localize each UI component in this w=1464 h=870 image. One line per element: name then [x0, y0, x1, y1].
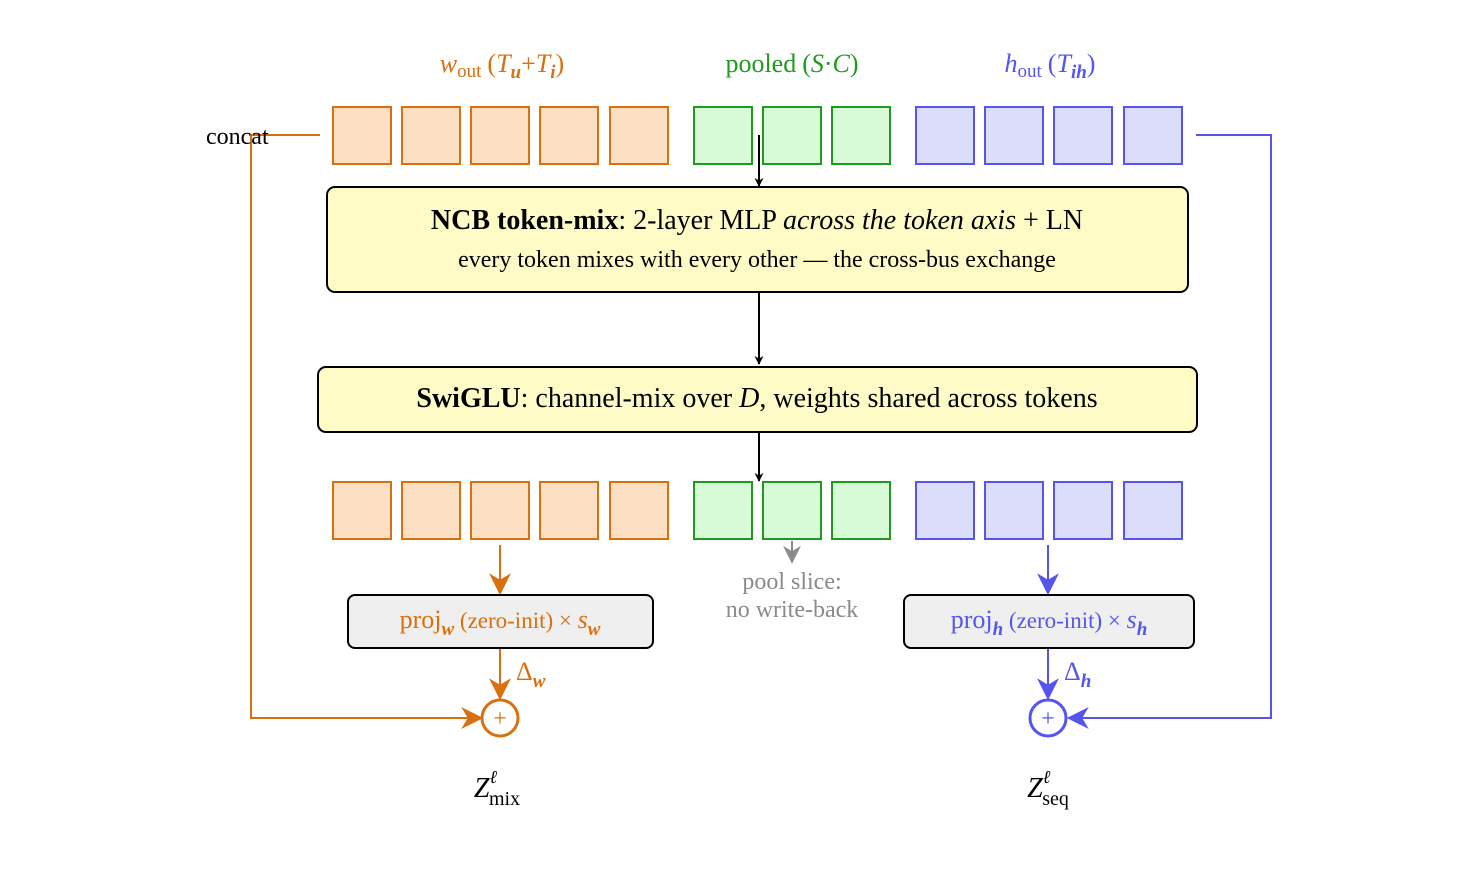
- h-token: [984, 106, 1044, 165]
- w-tokens-top: [332, 106, 669, 165]
- pooled-token: [762, 106, 822, 165]
- bottom-token-row: [332, 481, 1183, 540]
- h-token: [984, 481, 1044, 540]
- ncb-subtitle: every token mixes with every other — the…: [458, 247, 1056, 273]
- w-token: [609, 481, 669, 540]
- ncb-title: NCB token-mix: 2-layer MLP across the to…: [431, 205, 1083, 236]
- swiglu-label: SwiGLU: channel-mix over D, weights shar…: [416, 383, 1097, 414]
- pooled-tokens-top: [693, 106, 891, 165]
- w-token: [470, 106, 530, 165]
- w-token: [539, 481, 599, 540]
- w-token: [539, 106, 599, 165]
- h-token: [1123, 481, 1183, 540]
- pooled-token: [693, 106, 753, 165]
- w-tokens-bottom: [332, 481, 669, 540]
- h-out-header: hout(Tih): [1005, 49, 1096, 83]
- w-token: [332, 106, 392, 165]
- plus-icon: +: [493, 706, 507, 732]
- h-token: [915, 481, 975, 540]
- proj-w-block: projw (zero-init) × sw: [347, 594, 654, 649]
- pooled-token: [762, 481, 822, 540]
- h-tokens-top: [915, 106, 1183, 165]
- proj-h-block: projh (zero-init) × sh: [903, 594, 1195, 649]
- w-out-header: wout(Tu+Ti): [440, 49, 564, 83]
- h-residual-skip-arrow: [1066, 134, 1272, 729]
- concat-label: concat: [206, 124, 269, 150]
- h-token: [1123, 106, 1183, 165]
- pool-note-line2: no write-back: [726, 597, 859, 623]
- delta-w-label: Δw: [516, 657, 546, 692]
- h-token: [1053, 106, 1113, 165]
- plus-icon: +: [1041, 706, 1055, 732]
- ncb-token-mix-block: NCB token-mix: 2-layer MLP across the to…: [326, 186, 1189, 293]
- w-token: [401, 106, 461, 165]
- w-token: [609, 106, 669, 165]
- w-residual-skip-arrow: [250, 134, 484, 729]
- h-token: [1053, 481, 1113, 540]
- pool-note-line1: pool slice:: [742, 569, 841, 595]
- pooled-token: [831, 481, 891, 540]
- pooled-header: pooled(S·C): [725, 49, 858, 78]
- proj-h-label: projh (zero-init) × sh: [951, 605, 1148, 640]
- proj-w-label: projw (zero-init) × sw: [400, 605, 601, 640]
- h-sum-node: +: [1028, 698, 1068, 738]
- pooled-tokens-bottom: [693, 481, 891, 540]
- w-token: [470, 481, 530, 540]
- swiglu-block: SwiGLU: channel-mix over D, weights shar…: [317, 366, 1198, 433]
- w-token: [332, 481, 392, 540]
- w-token: [401, 481, 461, 540]
- h-token: [915, 106, 975, 165]
- h-tokens-bottom: [915, 481, 1183, 540]
- top-token-row: [332, 106, 1183, 165]
- delta-h-label: Δh: [1064, 657, 1091, 692]
- pooled-token: [831, 106, 891, 165]
- pooled-token: [693, 481, 753, 540]
- w-sum-node: +: [480, 698, 520, 738]
